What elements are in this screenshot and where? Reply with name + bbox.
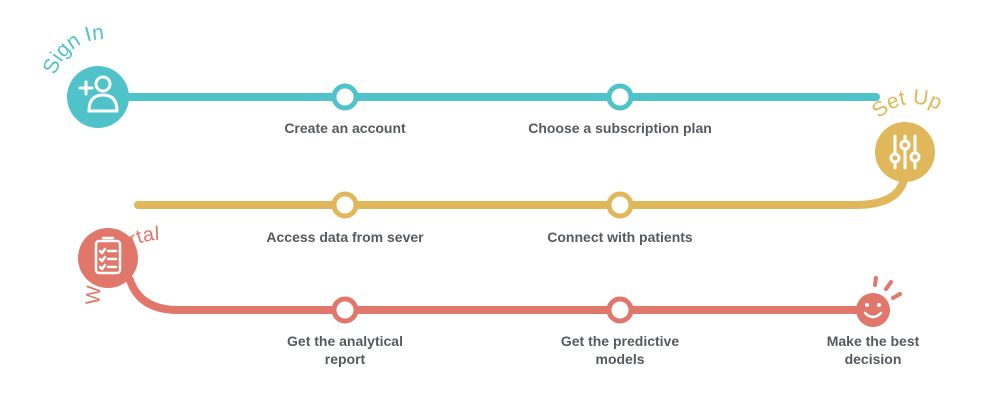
step-label-choose-plan: Choose a subscription plan: [528, 120, 712, 136]
step-node-choose-plan: [606, 83, 634, 111]
step-node-create-account: [331, 83, 359, 111]
web-portal-track: [126, 276, 877, 314]
smiley-icon: [856, 276, 902, 327]
step-label-access-data: Access data from sever: [266, 229, 424, 245]
step-node-access-data: [331, 191, 359, 219]
step-node-connect-patients: [606, 191, 634, 219]
step-node-analytical-report: [331, 296, 359, 324]
step-label-predictive-models: Get the predictive models: [560, 333, 680, 367]
step-node-predictive-models: [606, 296, 634, 324]
set-up-track: [134, 166, 909, 209]
checklist-icon: [94, 236, 122, 275]
sliders-icon: [889, 134, 921, 170]
step-label-best-decision: Make the best decision: [826, 333, 920, 367]
set-up-title: Set Up: [868, 85, 946, 122]
step-label-analytical-report: Get the analytical report: [287, 333, 403, 367]
add-user-icon: [78, 75, 119, 113]
step-label-connect-patients: Connect with patients: [547, 229, 693, 245]
step-label-create-account: Create an account: [284, 120, 406, 136]
